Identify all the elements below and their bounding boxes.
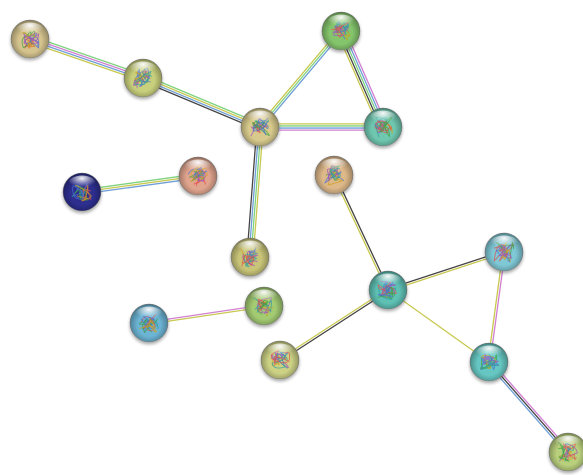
edge-evidence-line: [30, 35, 145, 76]
node-highlight: [266, 343, 294, 360]
node-highlight: [184, 159, 212, 176]
node-n5[interactable]: [240, 107, 280, 147]
edge-evidence-line: [387, 252, 505, 292]
node-highlight: [16, 22, 44, 39]
edge-evidence-line: [248, 126, 260, 258]
node-highlight: [490, 235, 518, 252]
node-highlight: [554, 435, 582, 452]
node-n6[interactable]: [62, 172, 102, 212]
edge-n11-n14[interactable]: [387, 289, 490, 363]
edge-evidence-line: [387, 250, 505, 290]
edge-n5-n9[interactable]: [246, 126, 264, 258]
node-n2[interactable]: [123, 58, 163, 98]
edge-n1-n2[interactable]: [28, 35, 145, 82]
node-n9[interactable]: [230, 237, 270, 277]
node-n1[interactable]: [10, 19, 50, 59]
edge-evidence-line: [148, 306, 265, 325]
node-highlight: [374, 273, 402, 290]
edge-evidence-line: [489, 359, 571, 452]
node-n7[interactable]: [178, 156, 218, 196]
edge-evidence-line: [278, 288, 389, 360]
node-highlight: [236, 240, 264, 257]
edge-evidence-line: [81, 175, 199, 193]
edge-evidence-line: [29, 37, 144, 78]
edge-evidence-line: [334, 173, 390, 291]
node-highlight: [320, 158, 348, 175]
edge-evidence-line: [143, 74, 262, 125]
node-highlight: [135, 306, 163, 323]
edge-n11-n13[interactable]: [387, 250, 505, 292]
edge-evidence-line: [260, 31, 344, 130]
edge-evidence-line: [257, 28, 341, 127]
edge-evidence-line: [488, 361, 569, 453]
node-n10[interactable]: [244, 286, 284, 326]
edge-evidence-line: [259, 30, 342, 128]
edge-evidence-line: [141, 78, 261, 129]
node-highlight: [475, 345, 503, 362]
node-highlight: [327, 14, 355, 31]
edge-evidence-line: [29, 39, 144, 80]
node-highlight: [129, 61, 157, 78]
edge-evidence-line: [279, 290, 390, 362]
node-highlight: [246, 110, 274, 127]
edge-evidence-line: [81, 177, 199, 195]
node-n12[interactable]: [129, 303, 169, 343]
edge-n5-n4[interactable]: [259, 123, 384, 131]
edge-n14-n16[interactable]: [486, 359, 571, 455]
node-n3[interactable]: [321, 11, 361, 51]
node-n14[interactable]: [469, 342, 509, 382]
node-highlight: [250, 289, 278, 306]
edge-n11-n15[interactable]: [278, 288, 390, 362]
edge-n8-n11[interactable]: [332, 173, 390, 292]
edge-evidence-line: [28, 41, 143, 82]
node-n4[interactable]: [363, 107, 403, 147]
edge-evidence-line: [252, 126, 264, 258]
edge-evidence-line: [387, 289, 490, 363]
node-layer: [10, 11, 583, 472]
edge-evidence-line: [332, 174, 388, 292]
edge-evidence-line: [486, 362, 568, 455]
node-n15[interactable]: [260, 340, 300, 380]
node-n11[interactable]: [368, 270, 408, 310]
node-n16[interactable]: [548, 432, 583, 472]
edge-n5-n3[interactable]: [257, 28, 344, 130]
node-highlight: [68, 175, 96, 192]
edge-evidence-line: [148, 304, 265, 323]
edge-n6-n7[interactable]: [81, 173, 199, 195]
edge-evidence-line: [81, 173, 199, 191]
node-n8[interactable]: [314, 155, 354, 195]
node-highlight: [369, 110, 397, 127]
edge-evidence-line: [250, 126, 262, 258]
edge-n2-n5[interactable]: [141, 74, 262, 131]
edge-evidence-line: [246, 126, 258, 258]
edge-evidence-line: [141, 80, 260, 131]
edge-n12-n10[interactable]: [148, 304, 265, 325]
edge-evidence-line: [142, 76, 262, 127]
node-n13[interactable]: [484, 232, 524, 272]
